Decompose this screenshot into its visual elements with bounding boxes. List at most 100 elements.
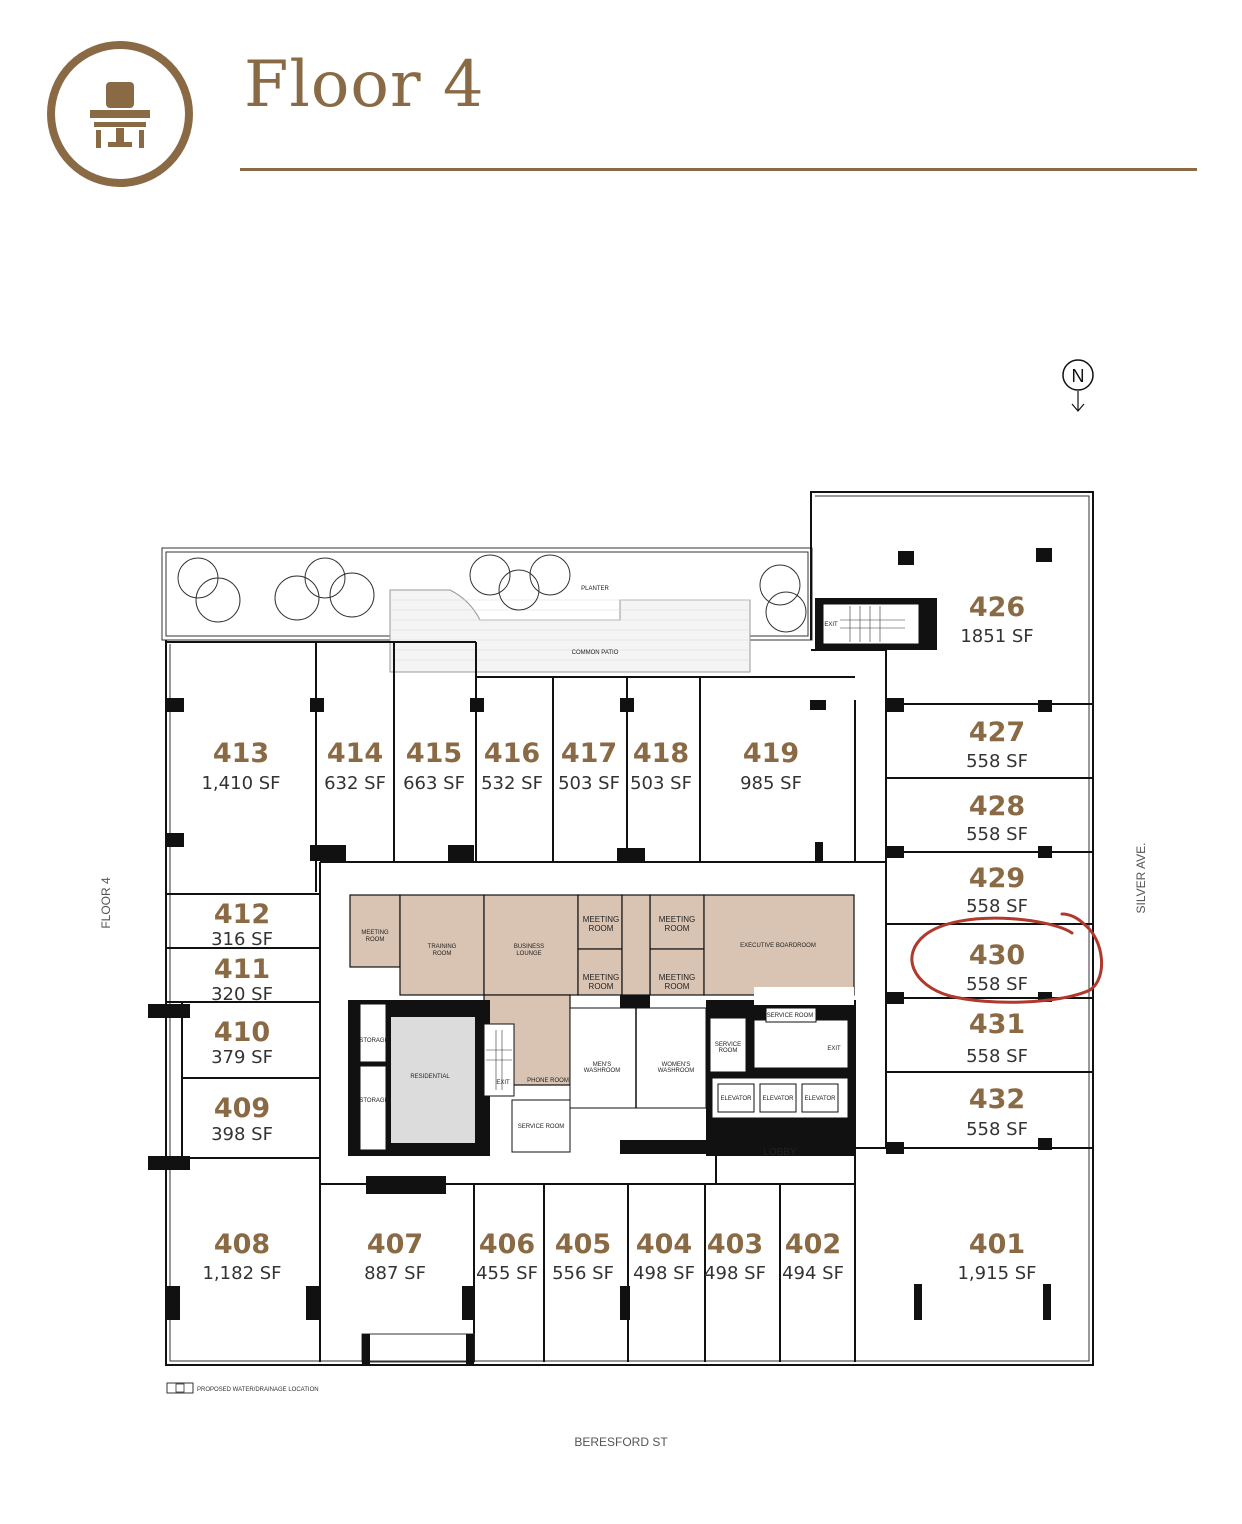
svg-text:401: 401 xyxy=(969,1229,1025,1260)
street-label-bottom: BERESFORD ST xyxy=(574,1435,668,1449)
svg-text:558 SF: 558 SF xyxy=(966,1119,1028,1140)
storage-label-1: STORAGE xyxy=(359,1038,388,1044)
svg-text:428: 428 xyxy=(969,791,1025,822)
service-room-label-3a: SERVICE xyxy=(715,1042,741,1048)
meeting-room-b-line2: ROOM xyxy=(589,924,614,933)
lobby-label: LOBBY xyxy=(763,1147,797,1158)
svg-text:887 SF: 887 SF xyxy=(364,1263,426,1284)
meeting-room-e-line1: MEETING xyxy=(659,973,695,982)
training-room-line2: ROOM xyxy=(433,951,452,957)
training-room-line1: TRAINING xyxy=(428,944,457,950)
meeting-room-a-line1: MEETING xyxy=(361,930,389,936)
planter-label: PLANTER xyxy=(581,586,609,592)
legend-label: PROPOSED WATER/DRAINAGE LOCATION xyxy=(197,1387,319,1393)
common-patio-label: COMMON PATIO xyxy=(572,650,619,656)
svg-text:316 SF: 316 SF xyxy=(211,929,273,950)
unit-432[interactable]: 432 558 SF xyxy=(966,1084,1028,1140)
compass-label: N xyxy=(1072,366,1085,386)
svg-text:1851 SF: 1851 SF xyxy=(960,626,1033,647)
svg-text:408: 408 xyxy=(214,1229,270,1260)
svg-text:432: 432 xyxy=(969,1084,1025,1115)
unit-426[interactable]: 426 1851 SF xyxy=(960,592,1033,647)
exit-label-2: EXIT xyxy=(496,1080,510,1086)
meeting-room-c-line1: MEETING xyxy=(659,915,695,924)
svg-text:503 SF: 503 SF xyxy=(630,773,692,794)
svg-text:1,182 SF: 1,182 SF xyxy=(202,1263,281,1284)
executive-boardroom-label: EXECUTIVE BOARDROOM xyxy=(740,943,816,949)
womens-washroom-line2: WASHROOM xyxy=(658,1068,694,1074)
unit-416[interactable]: 416 532 SF xyxy=(481,738,543,794)
svg-text:411: 411 xyxy=(214,954,270,985)
unit-407[interactable]: 407 887 SF xyxy=(364,1229,426,1284)
tree-icon xyxy=(177,554,807,633)
svg-text:426: 426 xyxy=(969,592,1025,623)
svg-text:427: 427 xyxy=(969,717,1025,748)
business-lounge-line1: BUSINESS xyxy=(514,944,544,950)
svg-text:556 SF: 556 SF xyxy=(552,1263,614,1284)
svg-text:409: 409 xyxy=(214,1093,270,1124)
elevator-label-1: ELEVATOR xyxy=(720,1096,752,1102)
svg-text:407: 407 xyxy=(367,1229,423,1260)
svg-text:413: 413 xyxy=(213,738,269,769)
highlight-circle-annotation xyxy=(910,912,1103,1004)
page-title: Floor 4 xyxy=(244,48,485,122)
meeting-room-e-line2: ROOM xyxy=(665,982,690,991)
residential-label: RESIDENTIAL xyxy=(410,1074,450,1080)
meeting-room-a-line2: ROOM xyxy=(366,937,385,943)
svg-text:1,915 SF: 1,915 SF xyxy=(957,1263,1036,1284)
title-divider xyxy=(240,168,1197,171)
svg-text:379 SF: 379 SF xyxy=(211,1047,273,1068)
elevator-label-3: ELEVATOR xyxy=(804,1096,836,1102)
meeting-room-b-line1: MEETING xyxy=(583,915,619,924)
svg-text:410: 410 xyxy=(214,1017,270,1048)
svg-text:431: 431 xyxy=(969,1009,1025,1040)
unit-408[interactable]: 408 1,182 SF xyxy=(202,1229,281,1284)
meeting-room-d-line1: MEETING xyxy=(583,973,619,982)
svg-text:455 SF: 455 SF xyxy=(476,1263,538,1284)
phone-room-label: PHONE ROOM xyxy=(527,1078,569,1084)
svg-text:405: 405 xyxy=(555,1229,611,1260)
mens-washroom-line1: MEN'S xyxy=(593,1062,611,1068)
storage-label-2: STORAGE xyxy=(359,1098,388,1104)
svg-text:532 SF: 532 SF xyxy=(481,773,543,794)
service-room-label-3b: ROOM xyxy=(719,1048,738,1054)
svg-text:498 SF: 498 SF xyxy=(704,1263,766,1284)
unit-401[interactable]: 401 1,915 SF xyxy=(957,1229,1036,1284)
meeting-room-c-line2: ROOM xyxy=(665,924,690,933)
svg-text:558 SF: 558 SF xyxy=(966,824,1028,845)
unit-405[interactable]: 405 556 SF xyxy=(552,1229,614,1284)
mens-washroom-line2: WASHROOM xyxy=(584,1068,620,1074)
elevator-label-2: ELEVATOR xyxy=(762,1096,794,1102)
womens-washroom-line1: WOMEN'S xyxy=(662,1062,691,1068)
desk-chair-icon xyxy=(47,41,193,187)
svg-text:494 SF: 494 SF xyxy=(782,1263,844,1284)
svg-text:320 SF: 320 SF xyxy=(211,984,273,1005)
legend: PROPOSED WATER/DRAINAGE LOCATION xyxy=(166,1382,319,1394)
svg-text:498 SF: 498 SF xyxy=(633,1263,695,1284)
svg-text:419: 419 xyxy=(743,738,799,769)
svg-text:503 SF: 503 SF xyxy=(558,773,620,794)
svg-text:632 SF: 632 SF xyxy=(324,773,386,794)
svg-text:558 SF: 558 SF xyxy=(966,974,1028,995)
svg-text:398 SF: 398 SF xyxy=(211,1124,273,1145)
svg-text:416: 416 xyxy=(484,738,540,769)
